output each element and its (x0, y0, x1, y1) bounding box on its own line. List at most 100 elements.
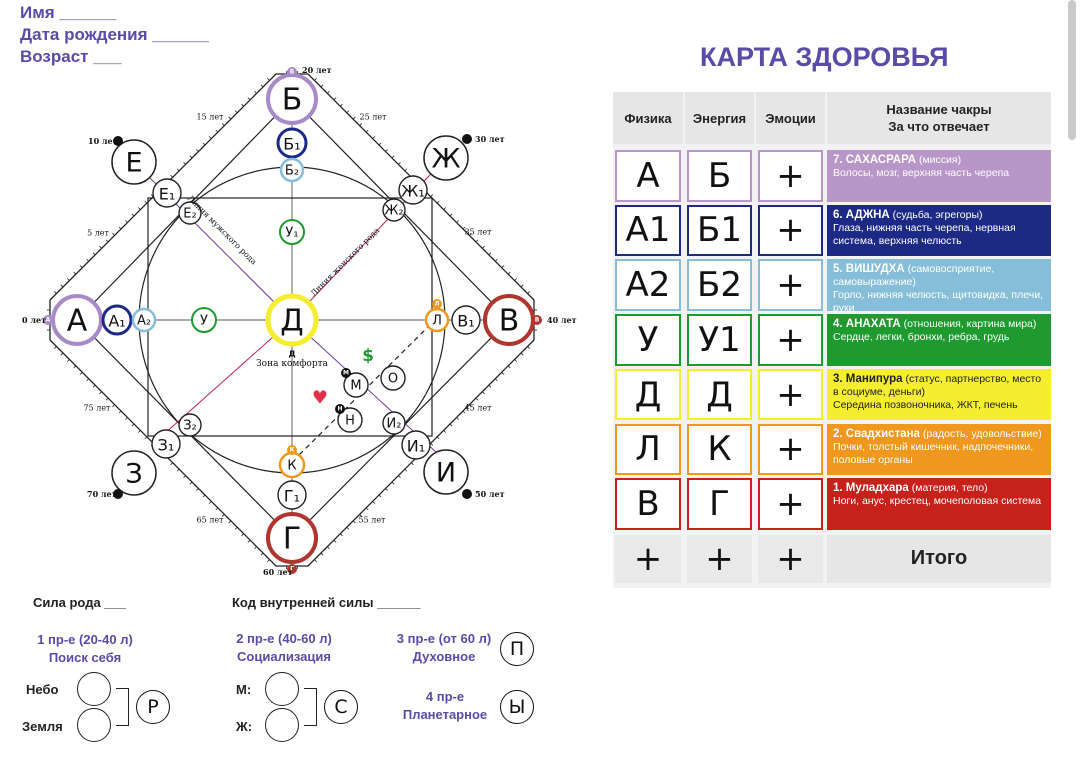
chakra-organs: Горло, нижняя челюсть, щитовидка, плечи,… (833, 289, 1043, 315)
node-zh-circle (423, 135, 469, 181)
table-cell-0-1[interactable]: Б (687, 150, 752, 202)
tick (333, 539, 337, 543)
tick (365, 129, 369, 133)
chakra-name: 7. САХАСРАРА (833, 154, 917, 166)
table-cell-5-2[interactable]: + (758, 423, 823, 475)
small-13-circle (277, 480, 307, 510)
tick (430, 194, 434, 197)
tick (488, 384, 492, 388)
badge-a-letter: А (46, 317, 51, 324)
table-cell-3-0[interactable]: У (615, 314, 681, 366)
table-cell-2-2[interactable]: + (758, 259, 823, 311)
table-cell-2-0[interactable]: А2 (615, 259, 681, 311)
total-cell-0[interactable]: + (615, 534, 681, 583)
tick (340, 533, 343, 537)
tick (494, 258, 498, 262)
tick (372, 136, 375, 139)
tick (482, 391, 485, 395)
scrollbar[interactable] (1068, 0, 1076, 140)
tick (183, 475, 186, 479)
table-cell-3-1[interactable]: У1 (687, 314, 752, 366)
table-cell-6-0[interactable]: В (615, 478, 681, 530)
age-label-15-лет: 15 лет (197, 113, 225, 122)
chakra-organs: Глаза, нижняя часть черепа, нервная сист… (833, 221, 1016, 247)
tick (443, 430, 447, 433)
tick (66, 359, 70, 362)
badge-l-dot (432, 299, 442, 309)
sky-label: Небо (26, 682, 59, 697)
badge-e-dot (113, 136, 123, 146)
tick (221, 123, 225, 126)
dollar-icon: $ (362, 346, 374, 366)
tick (436, 200, 440, 204)
small-4-circle (191, 307, 217, 333)
table-cell-5-0[interactable]: Л (615, 423, 681, 475)
chakra-row-3: 4. АНАХАТА (отношения, картина мира)Серд… (827, 314, 1051, 366)
table-cell-1-2[interactable]: + (758, 204, 823, 257)
small-20-circle (337, 407, 363, 433)
table-cell-0-0[interactable]: А (615, 150, 681, 202)
tick (105, 397, 109, 401)
badge-i-dot (462, 489, 472, 499)
badge-m-letter: М (343, 370, 349, 377)
inner-code-label: Код внутренней силы ______ (232, 595, 421, 610)
male-circle[interactable] (265, 672, 299, 706)
small-10-text: В₁ (457, 312, 474, 331)
tick (92, 252, 96, 256)
period-3: 3 пр-е (от 60 л) Духовное (374, 630, 514, 666)
node-a-text: А (67, 304, 88, 339)
total-cell-1[interactable]: + (687, 534, 752, 583)
tick (501, 265, 505, 268)
chakra-name: 2. Свадхистана (833, 427, 920, 440)
tick (137, 430, 141, 433)
small-8-circle (398, 175, 428, 205)
table-cell-6-2[interactable]: + (758, 478, 823, 530)
table-cell-0-2[interactable]: + (758, 150, 823, 202)
age-label-65-лет: 65 лет (197, 516, 225, 525)
female-circle[interactable] (265, 708, 299, 742)
female-line-label: Линия женского рода (309, 226, 381, 298)
table-cell-5-1[interactable]: К (687, 423, 752, 475)
node-b-text: Б (282, 83, 303, 118)
small-17-circle (382, 411, 406, 435)
badge-l-letter: Л (435, 301, 440, 308)
small-11-text: Л (432, 314, 442, 329)
tick (247, 539, 251, 543)
tick (520, 352, 524, 356)
table-cell-1-1[interactable]: Б1 (687, 204, 752, 257)
tick (404, 168, 408, 172)
period-1-name: Поиск себя (48, 650, 122, 665)
age-label-55-лет: 55 лет (359, 516, 387, 525)
table-cell-3-2[interactable]: + (758, 314, 823, 366)
period-4-name: Планетарное (402, 707, 488, 722)
badge-a-dot (43, 315, 53, 325)
earth-circle[interactable] (77, 708, 111, 742)
tick (215, 129, 219, 133)
node-z-text: З (125, 459, 142, 490)
node-zh-text: Ж (431, 144, 460, 175)
table-cell-6-1[interactable]: Г (687, 478, 752, 530)
table-cell-2-1[interactable]: Б2 (687, 259, 752, 311)
tick (170, 174, 173, 178)
total-cell-2[interactable]: + (758, 534, 823, 583)
period-2-name: Социализация (237, 649, 331, 664)
badge-n-letter: Н (337, 406, 342, 413)
node-e-circle (111, 139, 157, 185)
age-label-45-лет: 45 лет (465, 404, 493, 413)
table-cell-4-2[interactable]: + (758, 368, 823, 421)
table-cell-4-0[interactable]: Д (615, 368, 681, 421)
tick (391, 481, 395, 485)
period-3-range: 3 пр-е (от 60 л) (396, 631, 492, 646)
chakra-purpose: (отношения, картина мира) (900, 318, 1037, 331)
table-cell-4-1[interactable]: Д (687, 368, 752, 421)
tick (469, 404, 472, 407)
sky-circle[interactable] (77, 672, 111, 706)
chakra-name: 6. АДЖНА (833, 208, 890, 221)
birth-date-label: Дата рождения ______ (20, 25, 210, 44)
age-g: 60 лет (263, 567, 293, 577)
chakra-purpose: (судьба, эгрегоры) (889, 208, 983, 221)
tick (507, 271, 511, 275)
tick (462, 410, 466, 414)
table-cell-1-0[interactable]: А1 (615, 204, 681, 257)
